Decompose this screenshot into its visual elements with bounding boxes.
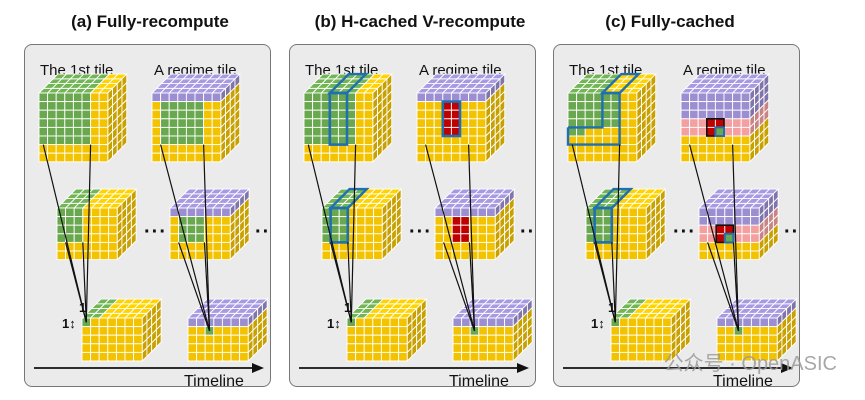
- ellipsis-right: ··: [784, 221, 799, 243]
- connector-line: [594, 242, 616, 323]
- first-tile-cube-1: [37, 72, 128, 163]
- regime-tile-cube-1: [150, 72, 241, 163]
- connector-line: [65, 242, 87, 323]
- ellipsis-mid: ···: [409, 221, 432, 243]
- dim-label-top: 1: [608, 300, 615, 315]
- regime-tile-cube-2: [168, 187, 251, 261]
- connector-line: [443, 242, 476, 332]
- connector-line: [330, 242, 352, 323]
- ellipsis-right: ··: [520, 221, 535, 243]
- first-tile-cube-1: [566, 72, 657, 163]
- dim-label-top: 1: [344, 300, 351, 315]
- connector-line: [689, 144, 740, 332]
- ellipsis-mid: ···: [673, 221, 696, 243]
- regime-tile-cube-2: [433, 187, 516, 261]
- first-tile-cube-3: [345, 297, 428, 363]
- first-tile-cube-2: [320, 187, 403, 261]
- connector-line: [160, 144, 211, 332]
- panel-c-title: (c) Fully-cached: [605, 12, 735, 31]
- first-tile-cube-3: [609, 297, 692, 363]
- regime-tile-cube-1: [679, 72, 770, 163]
- panel-b-title: (b) H-cached V-recompute: [314, 12, 526, 31]
- timeline-label: Timeline: [449, 373, 509, 390]
- ellipsis-mid: ···: [144, 221, 167, 243]
- regime-tile-cube-3: [186, 297, 269, 363]
- panel-a-title: (a) Fully-recompute: [71, 12, 229, 31]
- dim-label-left: 1↕: [62, 316, 76, 331]
- connector-line: [732, 144, 740, 331]
- regime-highlight: [441, 100, 462, 138]
- current-cell: [723, 232, 735, 244]
- connector-line: [82, 242, 87, 323]
- regime-tile-cube-3: [451, 297, 534, 363]
- connector-line: [350, 144, 357, 323]
- connector-line: [203, 242, 211, 331]
- cache-highlight-top: [327, 187, 370, 210]
- connector-line: [203, 144, 211, 331]
- timeline-label: Timeline: [713, 373, 773, 390]
- connector-line: [85, 144, 92, 323]
- timeline-arrowhead: [252, 363, 264, 373]
- dim-label-left: 1↕: [591, 316, 605, 331]
- connector-line: [178, 242, 211, 332]
- dim-label-top: 1: [79, 300, 86, 315]
- connector-line: [347, 242, 352, 323]
- timeline-label: Timeline: [184, 373, 244, 390]
- connector-line: [732, 242, 740, 331]
- connector-line: [468, 144, 476, 331]
- watermark: 公众号 · OpenASIC: [663, 353, 837, 375]
- ellipsis-right: ··: [255, 221, 270, 243]
- dim-label-left: 1↕: [327, 316, 341, 331]
- regime-tile-cube-1: [415, 72, 506, 163]
- timeline-arrowhead: [517, 363, 529, 373]
- first-tile-cube-2: [584, 187, 667, 261]
- connector-line: [707, 242, 740, 332]
- timeline-arrowhead: [781, 363, 793, 373]
- current-cell: [714, 126, 726, 138]
- cache-highlight-top: [591, 187, 634, 210]
- connector-line: [468, 242, 476, 331]
- first-tile-cube-2: [55, 187, 138, 261]
- connector-line: [425, 144, 476, 332]
- connector-line: [611, 242, 616, 323]
- connector-line: [614, 144, 621, 323]
- cache-highlight-top: [326, 72, 369, 95]
- cache-highlight-top: [599, 72, 642, 95]
- first-tile-cube-3: [80, 297, 163, 363]
